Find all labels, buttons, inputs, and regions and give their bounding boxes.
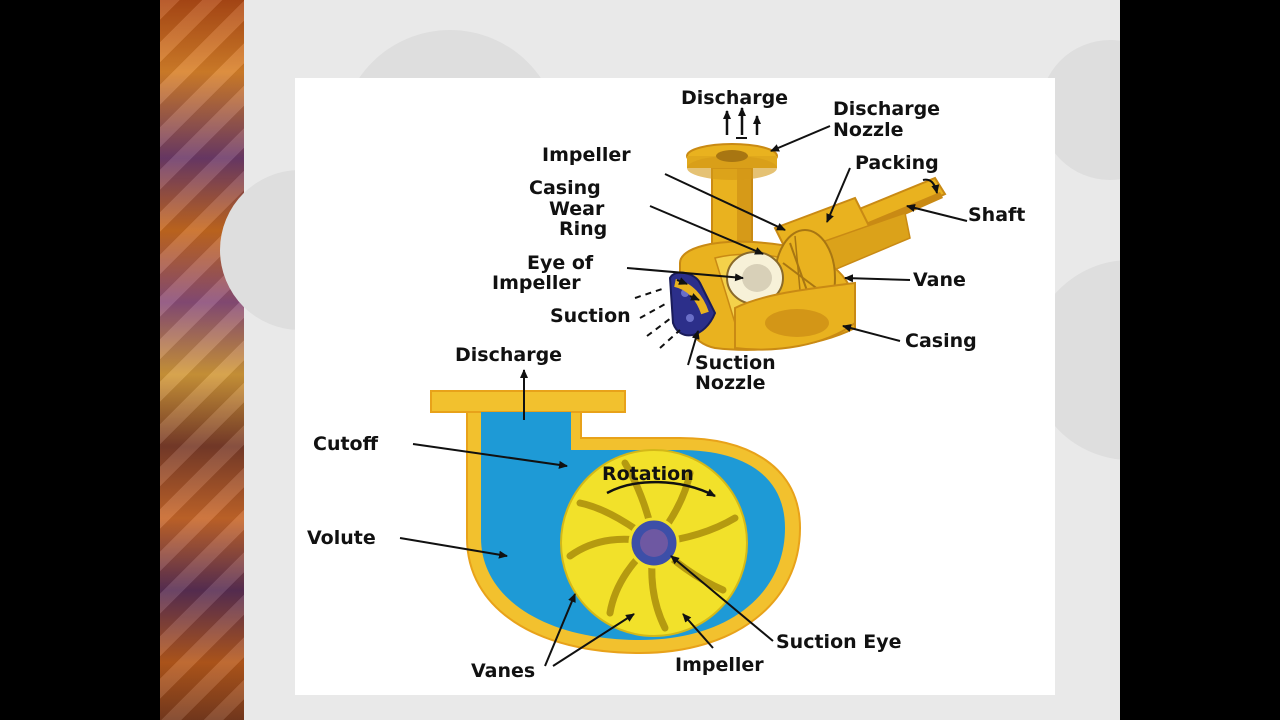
label-discharge-nozzle-2: Nozzle xyxy=(833,119,903,141)
pump-leader-lines xyxy=(626,125,968,366)
label-casing-wear-ring-1: Casing xyxy=(529,177,601,199)
label-impeller-top: Impeller xyxy=(542,144,631,166)
volute-discharge-flange xyxy=(430,390,626,413)
label-casing-top: Casing xyxy=(905,330,977,352)
label-suction-top: Suction xyxy=(550,305,631,327)
pump-diagram: Discharge Discharge Nozzle Impeller Pack… xyxy=(307,87,1025,682)
label-impeller-bottom: Impeller xyxy=(675,654,764,676)
slide: Discharge Discharge Nozzle Impeller Pack… xyxy=(160,0,1120,720)
strip-texture xyxy=(160,0,244,720)
label-shaft: Shaft xyxy=(968,204,1025,226)
label-eye-of-impeller-1: Eye of xyxy=(527,252,594,274)
label-casing-wear-ring-3: Ring xyxy=(559,218,607,240)
label-volute: Volute xyxy=(307,527,376,549)
volute-schematic xyxy=(430,390,802,655)
label-suction-eye: Suction Eye xyxy=(776,631,902,653)
label-suction-nozzle-1: Suction xyxy=(695,352,776,374)
diagram-panel: Discharge Discharge Nozzle Impeller Pack… xyxy=(295,78,1055,695)
cutaway-pump xyxy=(634,107,947,351)
label-rotation: Rotation xyxy=(602,463,694,485)
label-suction-nozzle-2: Nozzle xyxy=(695,372,765,394)
label-discharge-top: Discharge xyxy=(681,87,788,109)
label-eye-of-impeller-2: Impeller xyxy=(492,272,581,294)
label-discharge-nozzle-1: Discharge xyxy=(833,98,940,120)
label-discharge-bottom: Discharge xyxy=(455,344,562,366)
volute-leader-lines xyxy=(399,369,774,667)
label-vane: Vane xyxy=(913,269,966,291)
label-packing: Packing xyxy=(855,152,939,174)
label-vanes: Vanes xyxy=(471,660,535,682)
label-casing-wear-ring-2: Wear xyxy=(549,198,605,220)
decorative-gear-strip xyxy=(160,0,244,720)
label-cutoff: Cutoff xyxy=(313,433,379,455)
